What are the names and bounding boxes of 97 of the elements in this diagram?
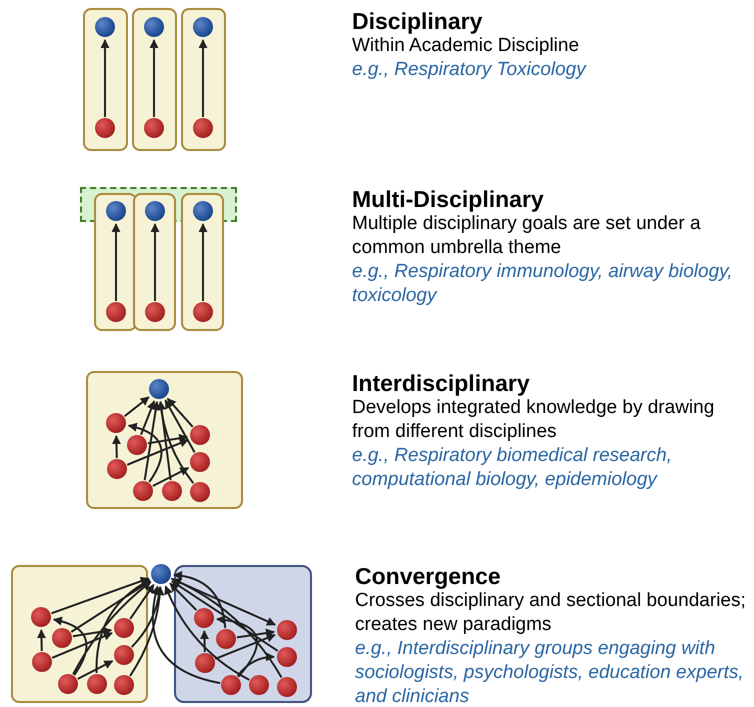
discipline-dot: [190, 482, 210, 502]
discipline-panel: [83, 8, 128, 151]
discipline-dot: [277, 647, 297, 667]
arrow: [130, 586, 164, 648]
arrow: [157, 401, 172, 480]
discipline-dot: [195, 653, 215, 673]
arrow: [200, 630, 209, 652]
arrow: [112, 223, 120, 301]
heading: Multi-Disciplinary: [352, 186, 545, 212]
arrow: [170, 578, 276, 626]
description: Within Academic Discipline: [352, 34, 580, 58]
goal-dot: [149, 379, 169, 399]
arrow: [52, 632, 113, 659]
goal-dot: [144, 17, 164, 37]
description: Crosses disciplinary and sectional boundaries; creates new paradigms: [355, 589, 747, 637]
discipline-dot: [193, 302, 213, 322]
arrow: [112, 435, 121, 458]
arrow: [151, 586, 220, 684]
arrow: [152, 467, 190, 487]
goal-dot: [95, 17, 115, 37]
arrow: [77, 660, 114, 680]
discipline-dot: [106, 413, 126, 433]
arrow: [172, 578, 282, 678]
arrow: [198, 223, 208, 301]
discipline-dot: [114, 618, 134, 638]
example-text: e.g., Respiratory Toxicology: [352, 58, 588, 82]
discipline-dot: [221, 675, 241, 695]
discipline-dot: [52, 628, 72, 648]
arrow: [148, 434, 188, 444]
discipline-dot: [32, 652, 52, 672]
arrow: [129, 584, 155, 620]
discipline-panel: [132, 8, 177, 151]
discipline-dot: [190, 452, 210, 472]
discipline-dot: [249, 675, 269, 695]
arrow: [128, 423, 162, 483]
discipline-panel: [181, 193, 224, 331]
discipline-dot: [107, 459, 127, 479]
heading: Disciplinary: [352, 8, 484, 34]
discipline-dot: [194, 608, 214, 628]
arrow: [216, 616, 258, 678]
arrow: [72, 626, 112, 638]
arrow: [100, 39, 110, 117]
discipline-dot: [87, 674, 107, 694]
discipline-panel: [86, 371, 243, 509]
discipline-dot: [216, 629, 236, 649]
example-text: e.g., Respiratory biomedical research, computational biology, epidemiology: [352, 444, 673, 492]
arrow: [126, 438, 189, 466]
discipline-dot: [145, 302, 165, 322]
arrow: [169, 582, 198, 611]
discipline-panel: [11, 565, 148, 703]
arrow: [140, 400, 156, 436]
arrow: [72, 581, 152, 675]
discipline-dot: [95, 118, 115, 138]
example-text: e.g., Respiratory immunology, airway biology, toxicology: [352, 260, 734, 308]
discipline-dot: [31, 607, 51, 627]
description: Multiple disciplinary goals are set under a common umbrella theme: [352, 212, 702, 260]
sector-panel: [174, 565, 312, 703]
discipline-dot: [58, 674, 78, 694]
arrow: [198, 39, 208, 117]
discipline-panel: [181, 8, 226, 151]
discipline-dot: [133, 481, 153, 501]
discipline-dot: [277, 677, 297, 697]
discipline-dot: [162, 481, 182, 501]
discipline-dot: [114, 675, 134, 695]
arrow: [51, 576, 150, 614]
arrow: [52, 616, 88, 676]
arrow: [124, 396, 150, 417]
arrow: [166, 398, 194, 428]
discipline-dot: [144, 118, 164, 138]
arrow: [129, 586, 164, 676]
arrow: [70, 580, 151, 633]
discipline-panel: [133, 193, 176, 331]
goal-dot: [193, 17, 213, 37]
heading: Interdisciplinary: [352, 370, 531, 396]
description: Develops integrated knowledge by drawing from different disciplines: [352, 396, 716, 444]
heading: Convergence: [355, 563, 502, 589]
arrow: [144, 400, 160, 480]
discipline-dot: [277, 620, 297, 640]
arrow: [236, 652, 275, 677]
arrow: [171, 580, 278, 652]
arrow: [164, 400, 196, 453]
goal-dot: [151, 564, 171, 584]
arrow: [150, 39, 158, 117]
discipline-dot: [127, 435, 147, 455]
arrow: [236, 628, 275, 638]
arrow: [36, 629, 46, 652]
arrow: [156, 401, 194, 484]
arrow: [96, 579, 150, 673]
discipline-dot: [106, 302, 126, 322]
discipline-dot: [193, 118, 213, 138]
example-text: e.g., Interdisciplinary groups engaging with sociologists, psychologists, education experts, and clinicians: [355, 637, 745, 707]
discipline-dot: [190, 425, 210, 445]
arrow: [214, 634, 276, 660]
discipline-dot: [114, 645, 134, 665]
arrow: [150, 223, 160, 301]
arrow: [164, 585, 250, 681]
arrow: [173, 571, 226, 628]
